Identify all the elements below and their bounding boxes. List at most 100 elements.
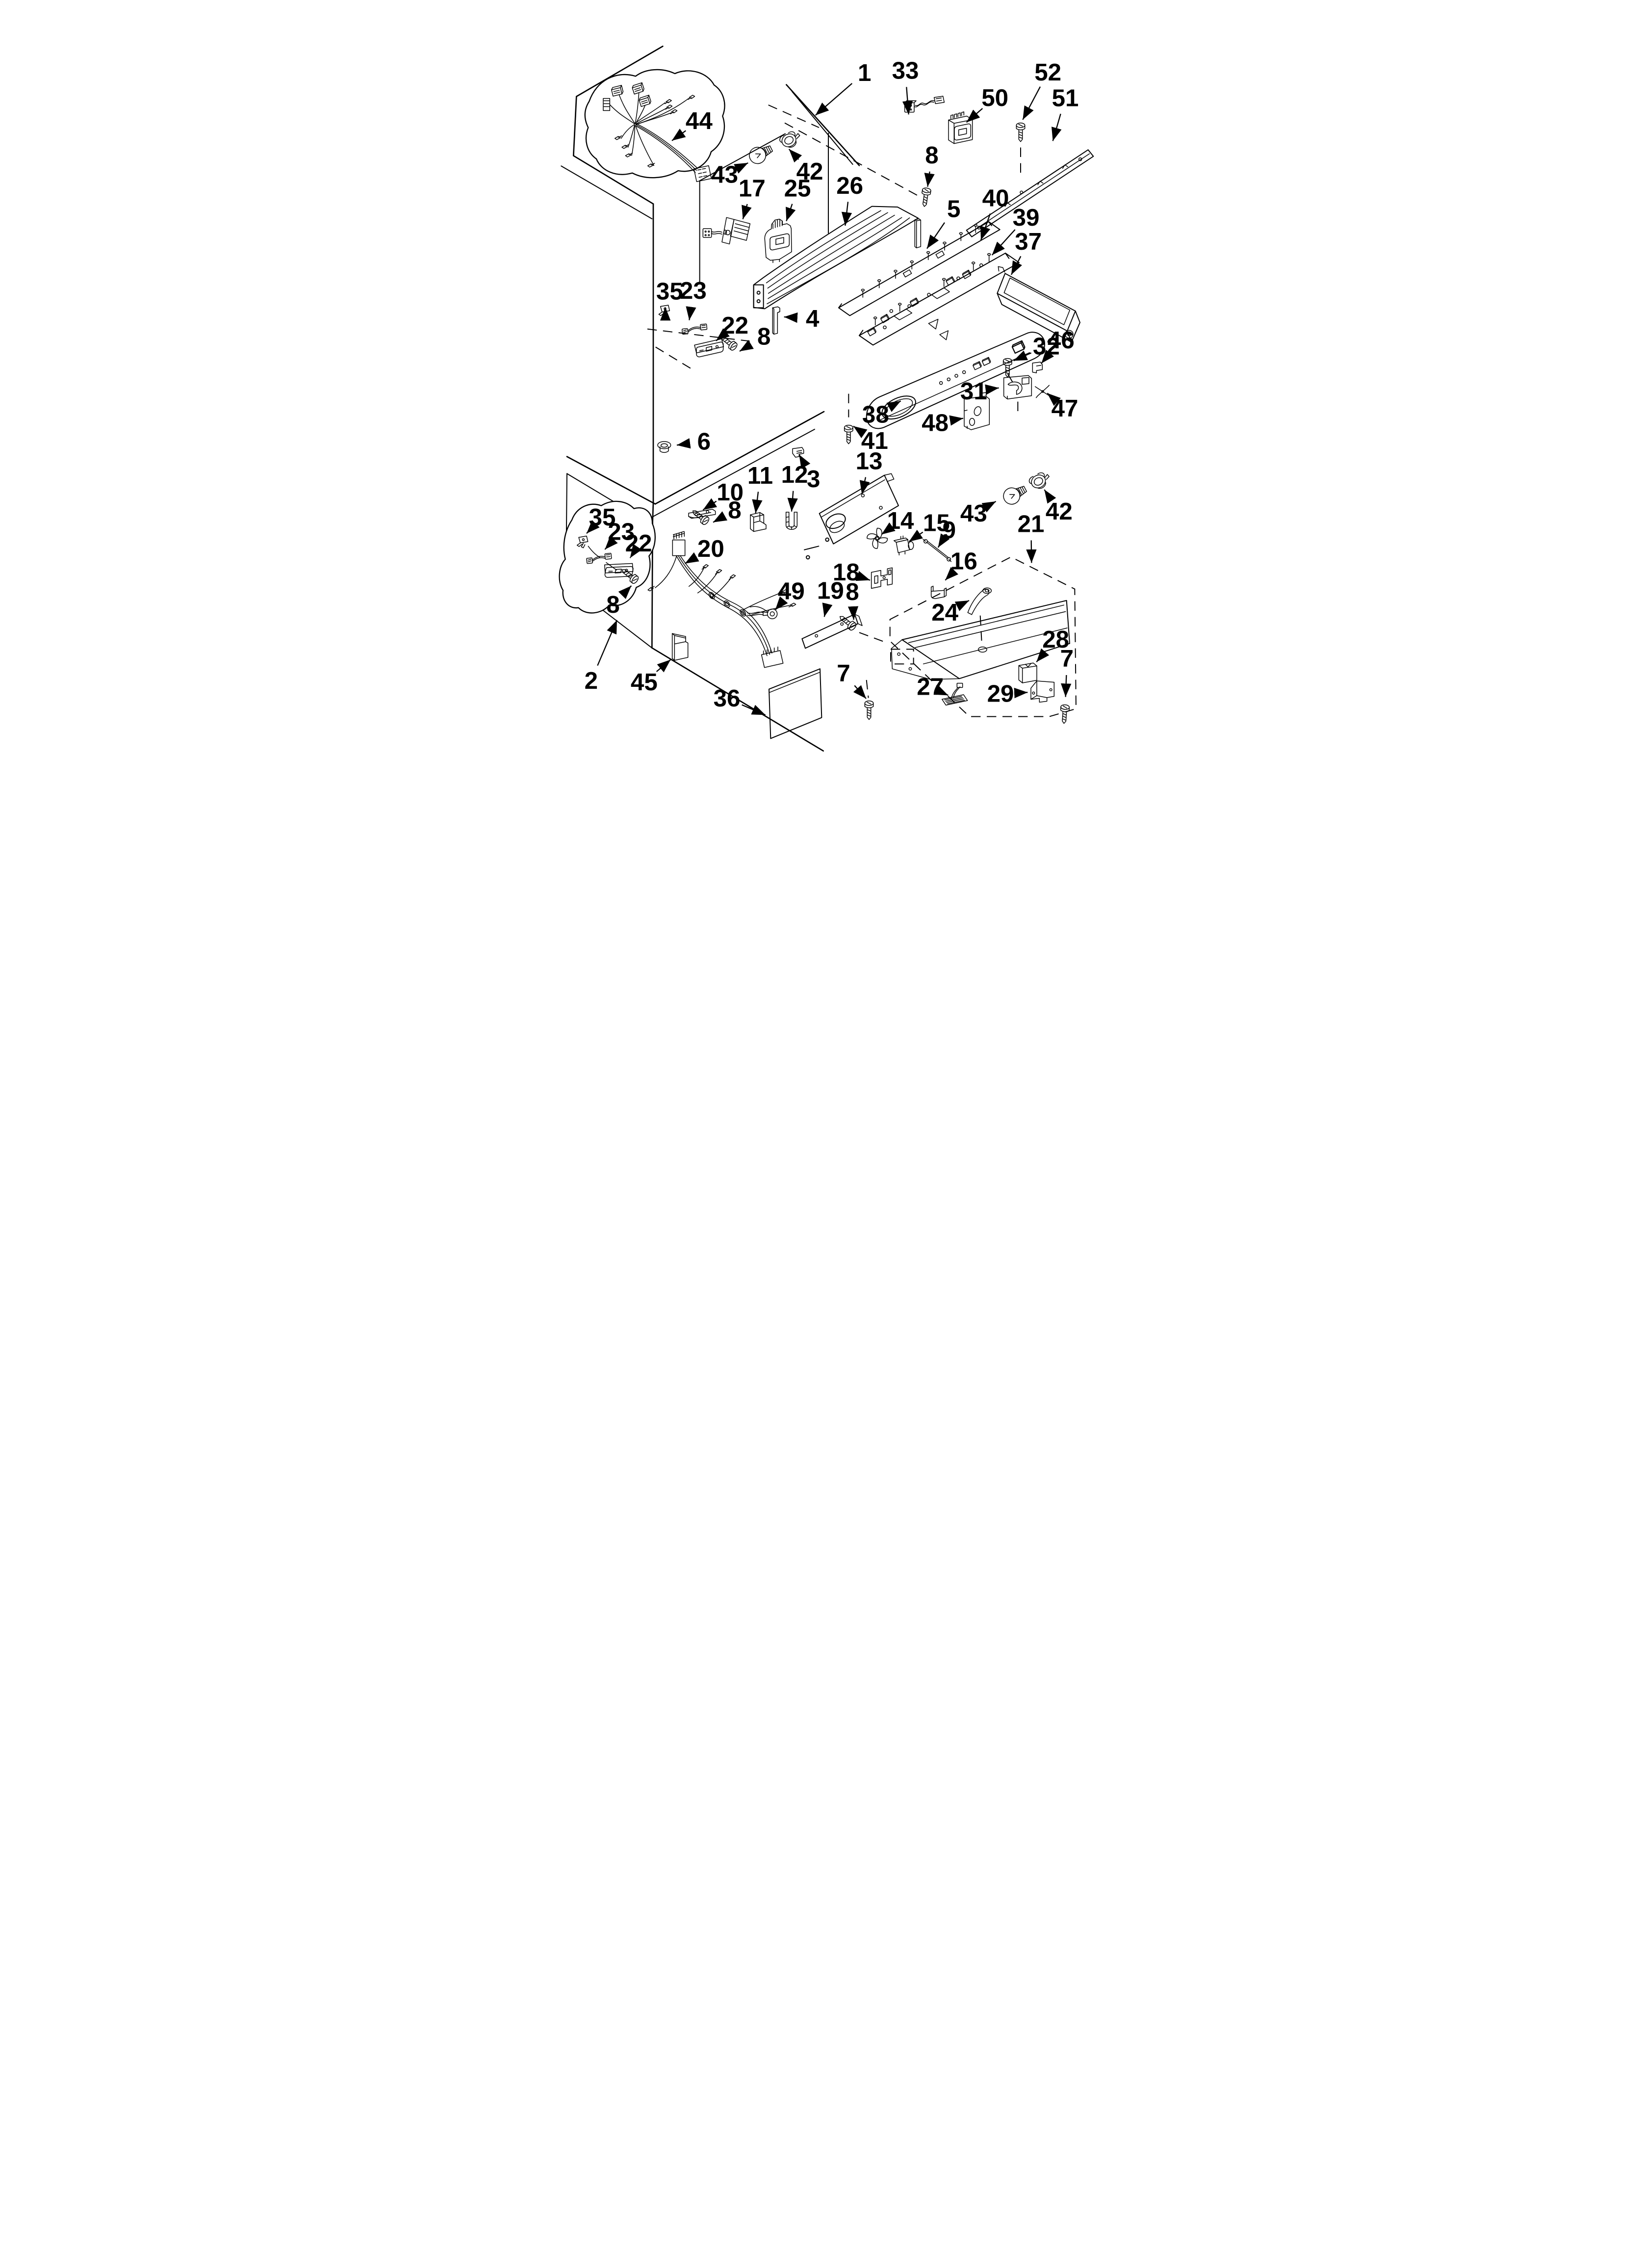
callout-3-arrow [798, 454, 811, 469]
latch-31-part [1003, 375, 1032, 400]
callout-8-arrow [847, 606, 859, 620]
bulb-43-top-part [746, 141, 775, 167]
callout-5-label: 5 [947, 196, 960, 223]
callout-52-arrow [1022, 86, 1041, 120]
callout-16-label: 16 [950, 548, 977, 575]
upper-cabinet-outline [561, 46, 860, 504]
grommet-6-part [657, 441, 671, 453]
callout-33-label: 33 [892, 57, 919, 84]
callout-8-arrow [618, 585, 632, 600]
callout-4-label: 4 [806, 305, 820, 332]
callout-22-arrow [716, 328, 730, 341]
callout-51-label: 51 [1052, 85, 1079, 112]
callout-19-arrow [822, 602, 833, 617]
spacer-5-part [914, 218, 922, 249]
callout-40-label: 40 [982, 185, 1009, 212]
bracket-18-part [871, 567, 893, 589]
callout-22-label: 22 [625, 530, 652, 557]
callout-37-label: 37 [1015, 228, 1042, 255]
button-dot-part [947, 377, 951, 382]
callout-28-label: 28 [1042, 626, 1069, 653]
chip-part [945, 276, 955, 286]
button-chip-part [1011, 340, 1026, 354]
callout-28-arrow [1036, 648, 1050, 663]
callout-44-arrow [671, 129, 687, 141]
callout-31-arrow [985, 384, 999, 395]
drip-tray-21 [889, 556, 1077, 717]
callout-43-label: 43 [960, 500, 987, 527]
callout-12-arrow [787, 491, 798, 512]
callout-47-arrow [1047, 392, 1061, 406]
clip-46-part [1032, 362, 1043, 373]
callout-6-label: 6 [697, 428, 711, 455]
control-board-40 [838, 221, 1001, 316]
callout-39-arrow [991, 229, 1016, 256]
dot-part [927, 292, 931, 297]
stud-part [971, 261, 975, 271]
stud-part [873, 316, 877, 326]
callout-27-arrow [934, 685, 949, 696]
callout-49-label: 49 [778, 578, 805, 605]
chip-part [880, 313, 890, 323]
callout-10-arrow [702, 498, 718, 511]
callout-20-arrow [685, 552, 699, 564]
button-chip-part [972, 361, 982, 370]
clamp-part [707, 591, 717, 600]
dot-part [889, 309, 894, 313]
trim-strip-4-part [772, 306, 780, 335]
button-dot-part [962, 370, 966, 374]
callout-50-label: 50 [981, 84, 1008, 111]
spade-part [700, 563, 709, 570]
callout-22-label: 22 [721, 312, 748, 339]
callout-42-label: 42 [796, 158, 823, 185]
callout-5-arrow [926, 222, 945, 249]
callout-52-label: 52 [1034, 59, 1061, 86]
callout-23-arrow [604, 536, 618, 550]
console-escutcheon-38 [866, 318, 1046, 429]
connector-33-part [904, 96, 945, 113]
callout-14-arrow [881, 522, 896, 535]
chip-part [961, 269, 972, 279]
callout-8-arrow [924, 171, 935, 187]
dot-part [883, 325, 887, 330]
wire-harness-20 [655, 531, 790, 668]
callout-3-label: 3 [807, 466, 820, 493]
spade-part [727, 574, 737, 580]
spade-part [714, 568, 723, 575]
callout-7-arrow [1061, 675, 1072, 697]
callout-13-arrow [859, 477, 870, 495]
callout-42-arrow [788, 149, 802, 163]
callout-40-arrow [980, 213, 991, 240]
fan-blade-14-part [867, 528, 888, 549]
callout-21-label: 21 [1018, 511, 1045, 538]
callout-2-label: 2 [585, 667, 598, 694]
callout-47-label: 47 [1052, 395, 1078, 422]
callout-45-label: 45 [631, 669, 658, 696]
callout-29-label: 29 [987, 680, 1014, 707]
access-panel-36 [769, 668, 822, 739]
callout-20-label: 20 [697, 535, 724, 562]
callout-35-arrow [586, 520, 600, 534]
control-board-39 [859, 253, 1020, 346]
callout-8-label: 8 [606, 591, 619, 618]
callout-19-label: 19 [817, 577, 844, 604]
callout-8-label: 8 [846, 578, 859, 605]
callout-7-label: 7 [1060, 645, 1074, 672]
callout-17-arrow [742, 204, 752, 219]
callout-41-label: 41 [861, 427, 888, 454]
callout-48-arrow [949, 415, 964, 426]
callout-38-arrow [886, 400, 901, 412]
mid-shelf-outline [566, 411, 825, 522]
callout-37-arrow [1010, 256, 1022, 275]
callout-25-arrow [786, 204, 796, 222]
callout-33-arrow [902, 87, 913, 115]
callout-41-arrow [853, 425, 868, 439]
callout-43-arrow [734, 162, 748, 174]
cover-board-51 [966, 149, 1094, 237]
callout-9-arrow [937, 533, 950, 548]
callout-44-label: 44 [686, 107, 713, 134]
callout-42-label: 42 [1046, 498, 1073, 525]
clip-47-part [1034, 385, 1051, 398]
jumper-23-top-part [681, 323, 708, 335]
